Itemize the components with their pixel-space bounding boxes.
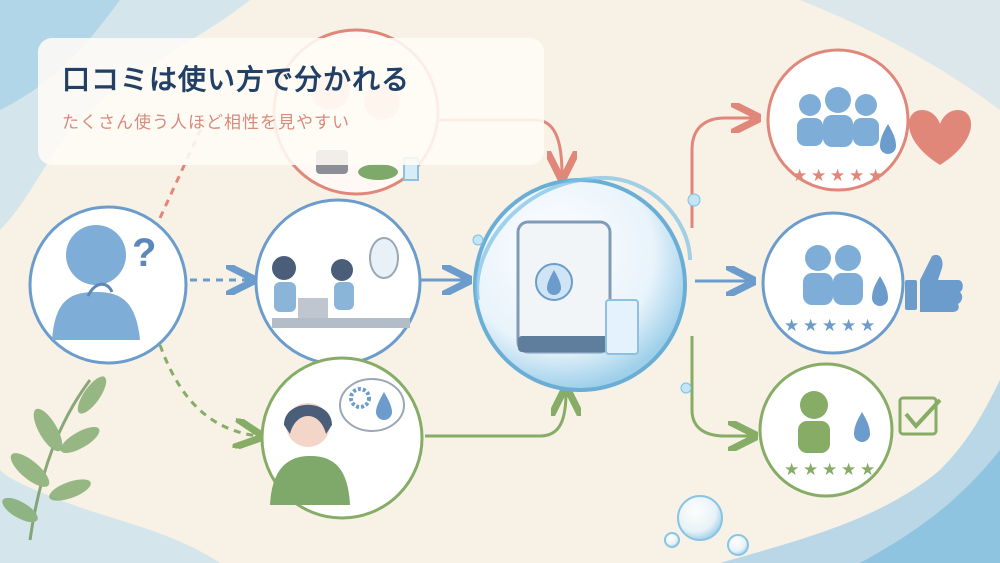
person-at-vanity-head [331, 259, 353, 281]
heart-icon [908, 110, 972, 165]
desk [272, 318, 410, 328]
purifier-base [518, 336, 610, 352]
person-at-laptop-head [272, 256, 296, 280]
water-purifier-node [472, 175, 701, 394]
star-icon: ★ [822, 316, 837, 336]
star-icon: ★ [860, 460, 875, 480]
woman-body [270, 456, 350, 505]
regular-users-node: ★★★★★ [761, 211, 963, 355]
pair-people-icon [803, 245, 863, 305]
purifier-water-drop-icon [547, 270, 561, 295]
person-head [66, 225, 126, 285]
arrow-purifier-to-heavy [690, 118, 755, 228]
person-at-vanity-body [334, 282, 354, 310]
question-icon: ? [132, 231, 156, 275]
single-person-icon [798, 391, 830, 453]
thumbs-up-icon [905, 254, 963, 312]
rating-stars: ★★★★★ [784, 460, 875, 480]
star-icon: ★ [868, 166, 883, 186]
thinking-person-node [260, 356, 424, 520]
curious-person-node: ? [28, 205, 188, 365]
star-icon: ★ [792, 166, 807, 186]
thought-bubble [339, 378, 405, 432]
star-icon: ★ [849, 166, 864, 186]
star-icon: ★ [811, 166, 826, 186]
arrow-person-to-kitchen [158, 119, 207, 219]
star-icon: ★ [784, 316, 799, 336]
purifier-glass [605, 299, 639, 355]
connector-arrows [158, 118, 755, 438]
vanity-mirror [369, 237, 399, 279]
person-at-laptop-body [274, 282, 296, 312]
arrow-person-to-thinking [158, 344, 258, 436]
title-card: 口コミは使い方で分かれる たくさん使う人ほど相性を見やすい [38, 38, 544, 165]
woman-hair [284, 404, 332, 434]
star-icon: ★ [803, 460, 818, 480]
office-usage-node [254, 198, 422, 366]
water-drop-icon [854, 412, 870, 442]
water-splash [475, 175, 692, 301]
leaves-decoration [2, 376, 107, 541]
rating-stars: ★★★★★ [784, 316, 875, 336]
page-title: 口コミは使い方で分かれる [62, 63, 411, 96]
salad-bowl [358, 164, 398, 180]
water-drop-icon [872, 276, 888, 306]
page-subtitle: たくさん使う人ほど相性を見やすい [62, 113, 350, 133]
group-people-icon [797, 87, 879, 147]
star-icon: ★ [860, 316, 875, 336]
arrow-thinking-to-purifier [425, 392, 566, 438]
heavy-users-node: ★★★★★ [766, 48, 972, 192]
rating-stars: ★★★★★ [792, 166, 883, 186]
person-body [52, 292, 140, 340]
star-icon: ★ [841, 316, 856, 336]
star-icon: ★ [830, 166, 845, 186]
star-icon: ★ [822, 460, 837, 480]
floating-bubbles [664, 495, 749, 556]
checkbox-icon [898, 396, 938, 436]
gear-icon [349, 387, 371, 409]
water-drop-icon [880, 124, 896, 154]
laptop [298, 298, 328, 318]
arrow-purifier-to-light [690, 336, 752, 436]
thinking-hand [86, 282, 114, 297]
star-icon: ★ [803, 316, 818, 336]
star-icon: ★ [841, 460, 856, 480]
light-user-node: ★★★★★ [758, 362, 942, 498]
star-icon: ★ [784, 460, 799, 480]
water-drop-icon [376, 392, 392, 420]
checkmark [904, 398, 942, 430]
